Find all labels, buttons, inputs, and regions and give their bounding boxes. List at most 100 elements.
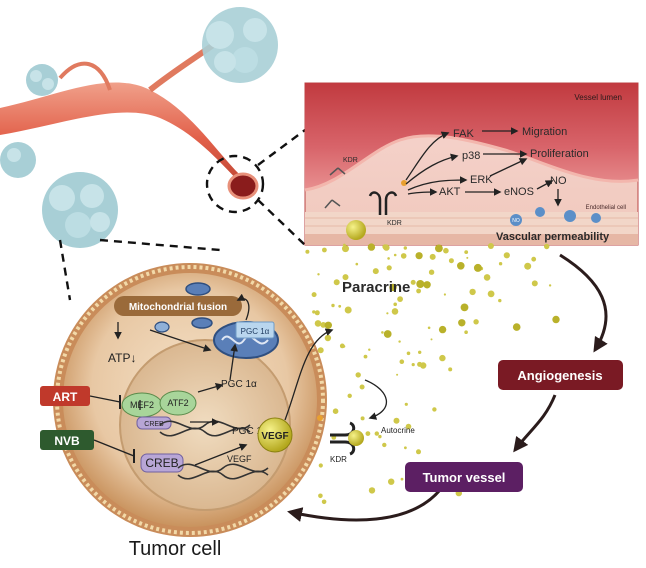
secreted-dot bbox=[391, 308, 399, 315]
secreted-dot bbox=[458, 319, 466, 327]
kdr-receptor-small bbox=[324, 167, 346, 209]
dna-strand-upper bbox=[159, 420, 251, 437]
tumor-cluster-top bbox=[202, 7, 278, 83]
secreted-vegf-dots bbox=[298, 243, 560, 505]
secreted-dot bbox=[524, 262, 532, 270]
secreted-dot bbox=[318, 493, 323, 499]
zoom-lines bbox=[58, 129, 306, 301]
paracrine-label: Paracrine bbox=[342, 279, 410, 296]
tumor-cluster-small bbox=[26, 64, 58, 96]
secreted-dot bbox=[342, 274, 349, 281]
secreted-dot bbox=[448, 367, 453, 372]
secreted-dot bbox=[410, 279, 416, 285]
secreted-dot bbox=[498, 298, 502, 303]
secreted-dot bbox=[332, 408, 339, 415]
mitochondrion-small-3 bbox=[154, 321, 170, 333]
secreted-dot bbox=[443, 247, 449, 254]
erk-label: ERK bbox=[470, 174, 493, 186]
secreted-dot bbox=[368, 487, 376, 494]
secreted-dot bbox=[389, 283, 397, 292]
secreted-dot bbox=[317, 273, 320, 276]
enos-label: eNOS bbox=[504, 186, 534, 198]
secreted-dot bbox=[333, 279, 340, 286]
secreted-dot bbox=[544, 243, 550, 250]
secreted-dot bbox=[460, 303, 469, 312]
secreted-dot bbox=[404, 446, 407, 450]
secreted-dot bbox=[457, 262, 465, 270]
no-bubble-label: NO bbox=[512, 218, 520, 224]
secreted-dot bbox=[416, 288, 421, 294]
secreted-dot bbox=[383, 244, 390, 251]
cell-arrows bbox=[114, 293, 388, 466]
vegf-ball-label: VEGF bbox=[261, 431, 288, 442]
secreted-dot bbox=[397, 296, 403, 302]
secreted-dot bbox=[448, 258, 454, 264]
creb-small-node: CREB bbox=[136, 416, 172, 430]
secreted-dot bbox=[406, 351, 411, 356]
tumor-vessel-node: Tumor vessel bbox=[405, 462, 523, 492]
atp-label: ATP↓ bbox=[108, 351, 136, 365]
no-bubbles: NO bbox=[510, 207, 601, 226]
secreted-dot bbox=[473, 263, 482, 272]
secreted-dot bbox=[405, 423, 412, 430]
secreted-dot bbox=[423, 281, 431, 289]
secreted-dot bbox=[498, 262, 503, 266]
secreted-dot bbox=[318, 463, 323, 468]
secreted-dot bbox=[322, 247, 327, 253]
autocrine-label: Autocrine bbox=[381, 426, 415, 435]
secreted-dot bbox=[393, 417, 400, 424]
secreted-dot bbox=[365, 431, 371, 436]
kdr-membrane-receptor bbox=[317, 415, 364, 456]
mef2-label: MEF2 bbox=[130, 400, 154, 410]
secreted-dot bbox=[386, 312, 389, 315]
secreted-dot bbox=[418, 350, 422, 354]
mef2-node: MEF2 bbox=[121, 392, 163, 418]
tumor-cluster-main bbox=[42, 172, 118, 248]
secreted-dot bbox=[430, 338, 433, 341]
nvb-label: NVB bbox=[54, 434, 80, 448]
secreted-dot bbox=[331, 303, 335, 308]
secreted-dot bbox=[416, 280, 425, 288]
secreted-dot bbox=[317, 347, 324, 354]
angiogenesis-label: Angiogenesis bbox=[517, 368, 602, 383]
atf2-label: ATF2 bbox=[167, 398, 188, 408]
secreted-dot bbox=[393, 253, 397, 257]
secreted-dot bbox=[339, 343, 345, 349]
mito-fusion-node: Mitochondrial fusion bbox=[114, 296, 242, 316]
secreted-dot bbox=[427, 326, 431, 330]
secreted-dot bbox=[363, 354, 368, 359]
migration-label: Migration bbox=[522, 126, 567, 138]
mitochondrion-small-1 bbox=[185, 282, 211, 296]
secreted-dot bbox=[342, 245, 349, 253]
pgc-box: PGC 1α bbox=[235, 321, 275, 339]
secreted-dot bbox=[531, 280, 538, 287]
secreted-dot bbox=[512, 323, 521, 331]
secreted-dot bbox=[387, 257, 390, 260]
secreted-dot bbox=[396, 373, 399, 376]
secreted-dot bbox=[324, 321, 332, 329]
secreted-dot bbox=[338, 304, 342, 308]
nvb-drug-node: NVB bbox=[40, 430, 135, 463]
atf2-node: ATF2 bbox=[159, 390, 197, 416]
secreted-dot bbox=[381, 331, 384, 334]
secreted-dot bbox=[469, 288, 476, 296]
mito-fusion-label: Mitochondrial fusion bbox=[129, 302, 227, 313]
kdr-membrane-label: KDR bbox=[330, 455, 347, 464]
secreted-dot bbox=[386, 265, 392, 271]
secreted-dot bbox=[355, 262, 359, 266]
secreted-dot bbox=[531, 256, 537, 262]
secreted-dot bbox=[383, 330, 392, 338]
secreted-dot bbox=[466, 256, 469, 259]
secreted-dot bbox=[483, 274, 491, 281]
vegf-text: VEGF bbox=[227, 454, 252, 464]
secreted-dot bbox=[411, 363, 415, 367]
secreted-dot bbox=[429, 253, 436, 260]
secreted-dot bbox=[503, 252, 510, 259]
secreted-dot bbox=[398, 340, 401, 343]
secreted-dot bbox=[312, 310, 316, 314]
secreted-dot bbox=[393, 302, 398, 307]
tumor-vessel-label: Tumor vessel bbox=[423, 470, 506, 485]
secreted-dot bbox=[439, 354, 446, 362]
secreted-dot bbox=[548, 284, 552, 287]
